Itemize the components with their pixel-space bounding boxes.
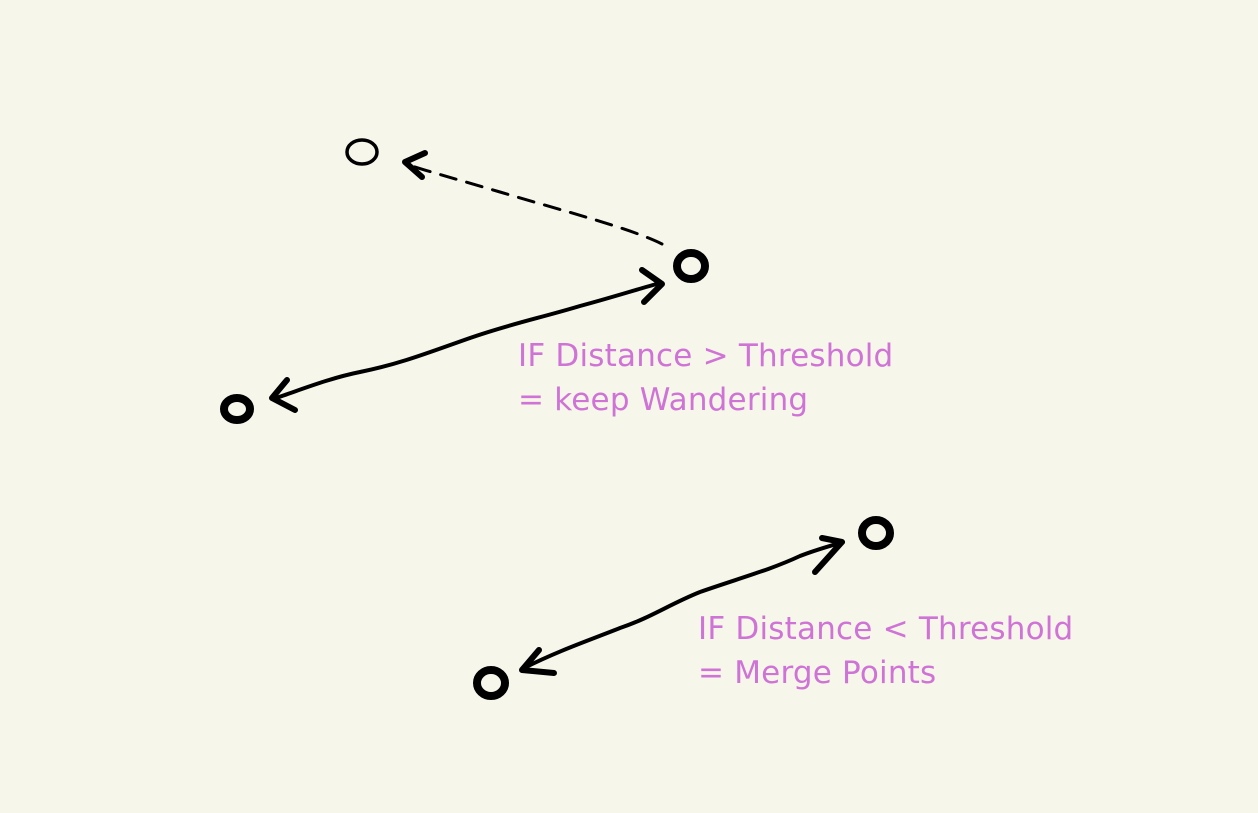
distance-arrowhead-near-d — [519, 647, 557, 676]
annotation-near-case: IF Distance < Threshold = Merge Points — [698, 607, 1073, 695]
annotation-near-line2: = Merge Points — [698, 655, 937, 691]
wander-path-dashed — [410, 164, 664, 246]
point-a — [673, 249, 709, 283]
annotation-far-line2: = keep Wandering — [518, 382, 809, 418]
distance-arrow-near — [522, 540, 845, 670]
previous-position-point — [345, 138, 379, 166]
distance-arrowhead-far-b — [269, 377, 298, 413]
wander-arrowhead — [402, 150, 428, 180]
point-d — [473, 666, 509, 700]
distance-arrowhead-near-c — [812, 535, 845, 575]
annotation-far-case: IF Distance > Threshold = keep Wandering — [518, 334, 893, 422]
point-c — [858, 516, 894, 550]
annotation-near-line1: IF Distance < Threshold — [698, 611, 1074, 647]
annotation-far-line1: IF Distance > Threshold — [518, 338, 894, 374]
point-b — [220, 394, 254, 424]
distance-arrow-far — [274, 281, 662, 400]
distance-arrowhead-far-a — [639, 267, 665, 305]
